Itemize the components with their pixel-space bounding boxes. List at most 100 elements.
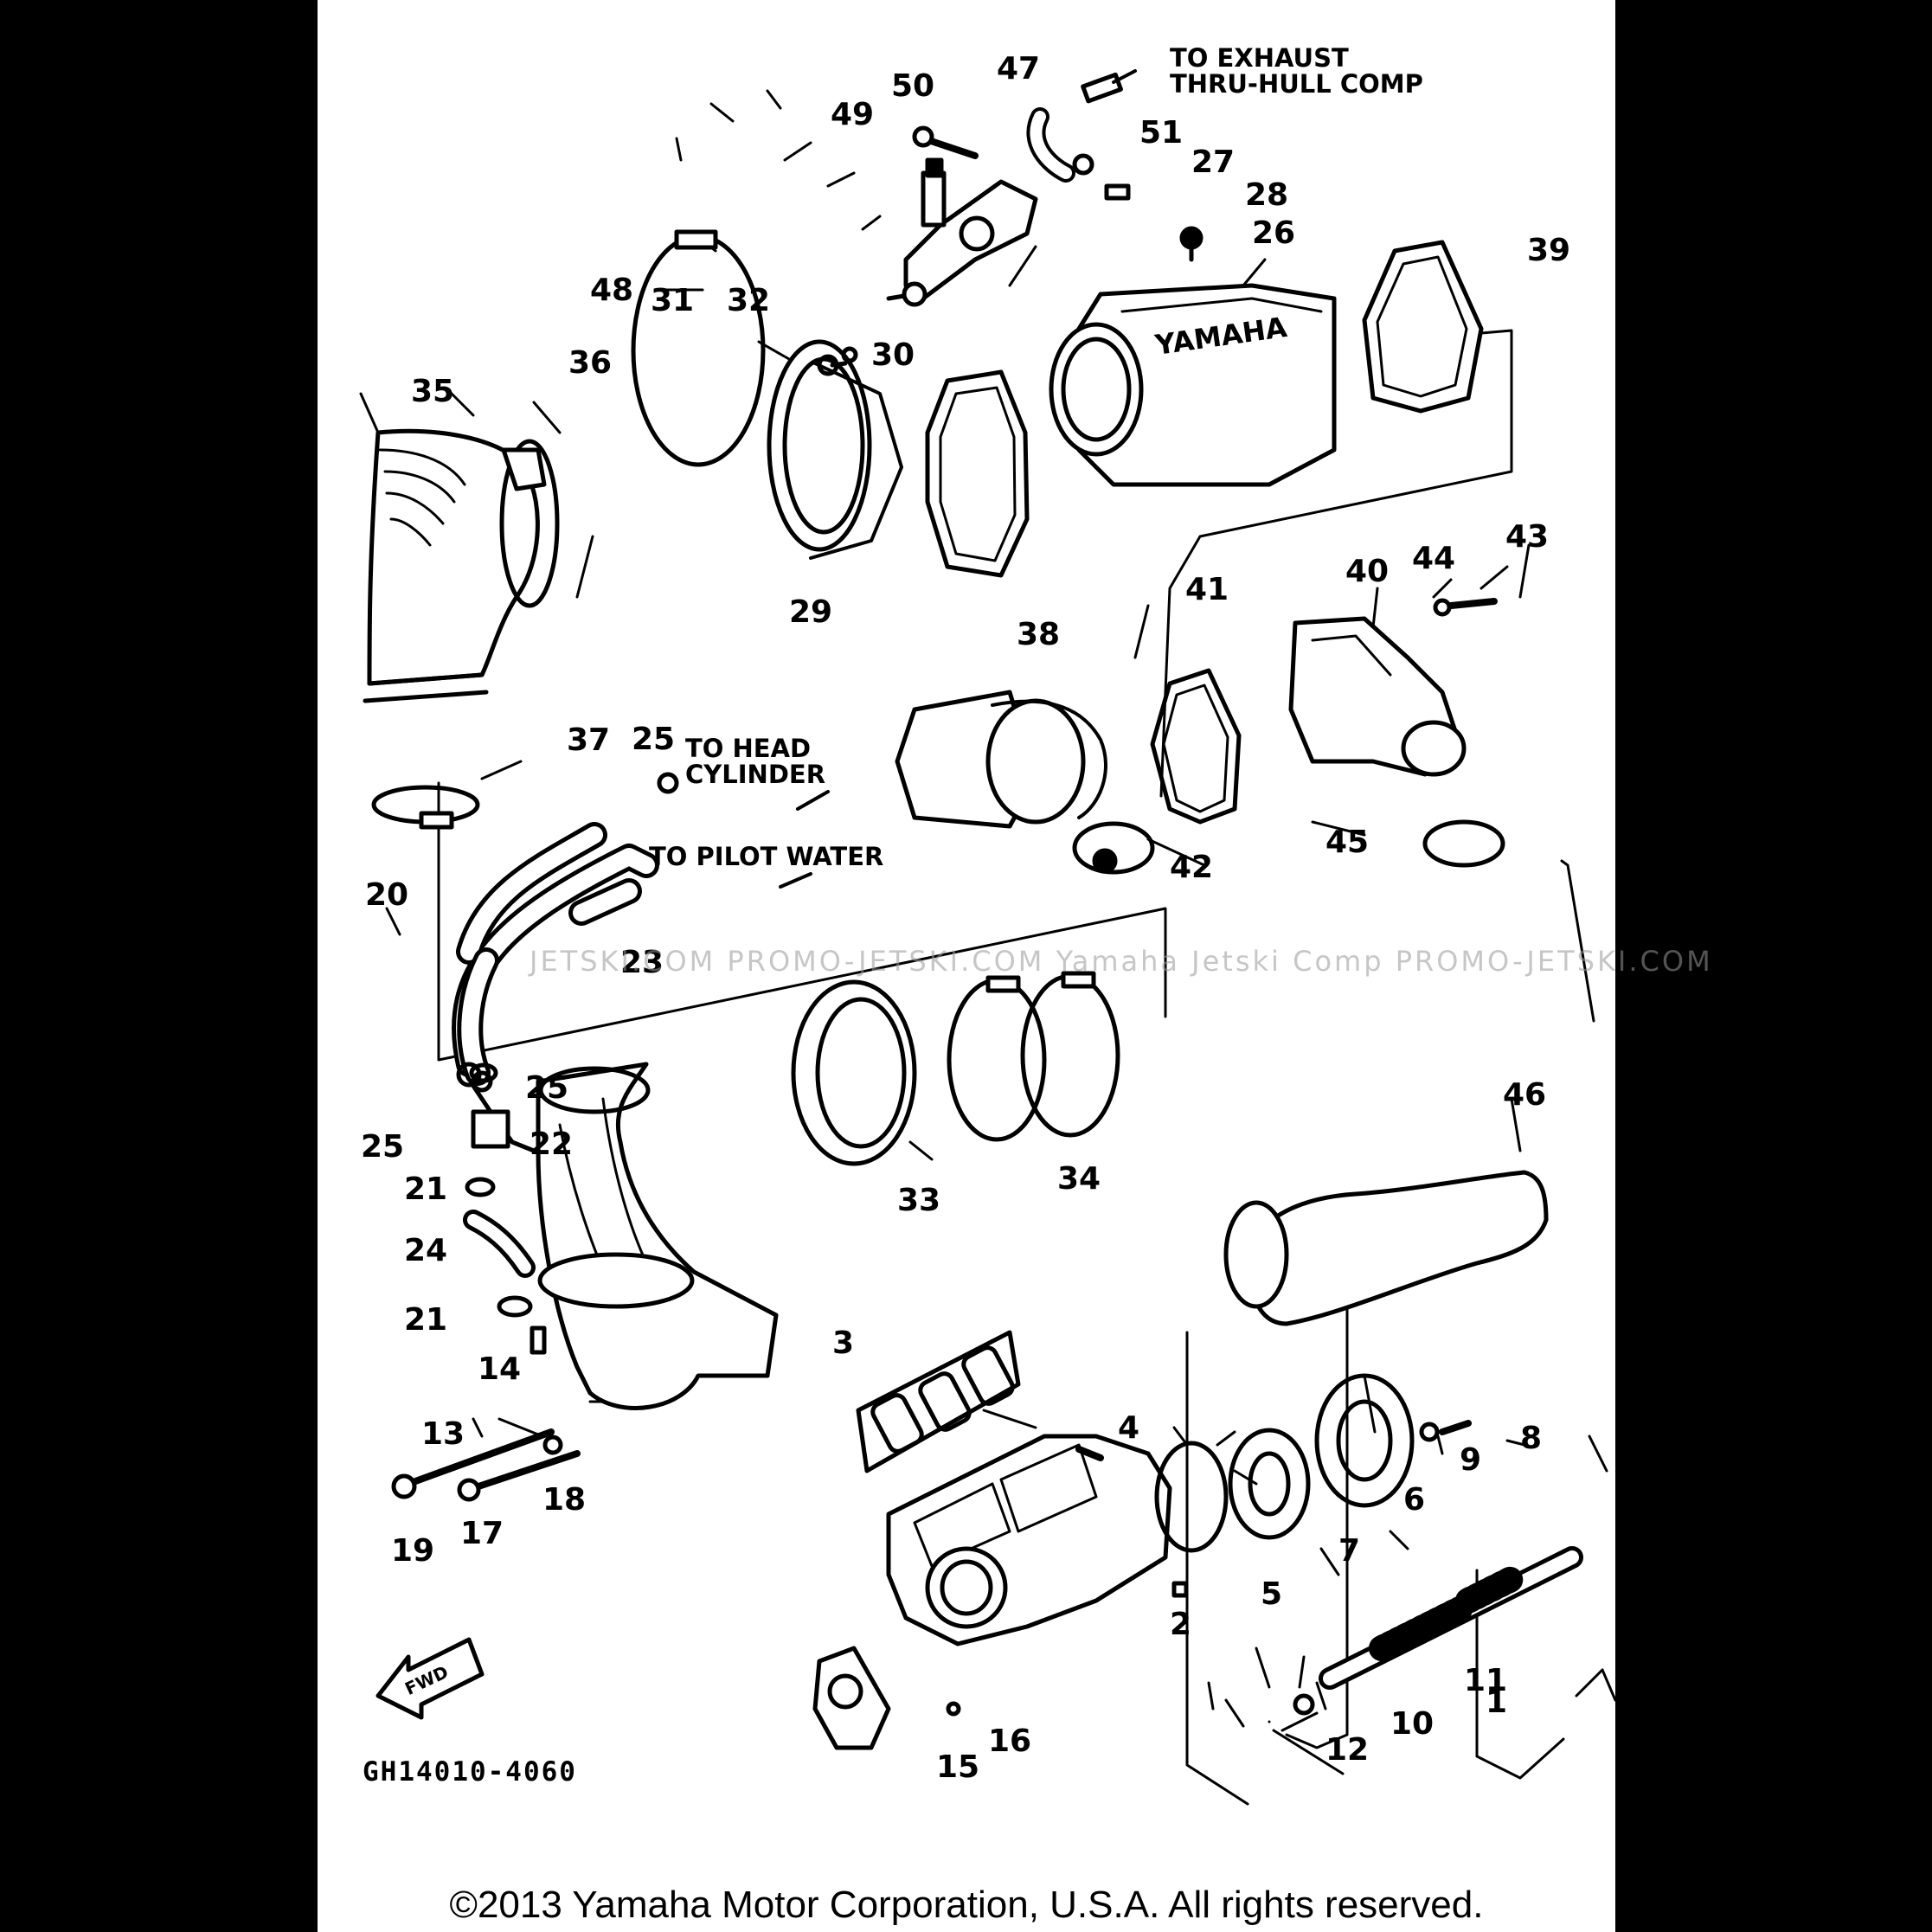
callout-6: 6 [1403,1482,1426,1518]
callout-11: 11 [1464,1663,1508,1698]
gasket-39 [1362,240,1484,414]
hose-47b [1081,72,1123,104]
bolt-43 [1447,598,1498,609]
callout-21a: 21 [404,1171,448,1207]
arrow-to-exhaust-icon [1112,69,1137,84]
cover-6 [1314,1373,1415,1508]
clamp-51 [1072,153,1094,176]
diagram-sheet: YAMAHA [318,0,1711,1932]
clamp-34b [1020,973,1120,1138]
clamp-34a [947,978,1047,1142]
callout-12: 12 [1325,1732,1370,1768]
gasket-3 [856,1330,1021,1473]
callout-3: 3 [832,1325,855,1361]
callout-37: 37 [567,722,611,758]
callout-20: 20 [365,877,409,913]
callout-7: 7 [1338,1533,1361,1569]
callout-25b: 25 [525,1070,569,1106]
washer-44 [1433,598,1452,617]
spring-11 [1369,1596,1473,1661]
fwd-arrow-icon [375,1637,485,1720]
callout-15: 15 [936,1749,980,1785]
bolt-19 [405,1428,555,1487]
callout-33: 33 [897,1183,941,1218]
callout-51: 51 [1139,115,1184,151]
callout-48: 48 [590,273,634,308]
clamp-45 [1422,819,1505,868]
callout-1: 1 [1486,1685,1508,1720]
callout-41: 41 [1185,572,1229,607]
bolt-49 [921,170,947,228]
callout-4: 4 [1118,1410,1140,1446]
note-to-head: TO HEAD CYLINDER [685,734,826,790]
exhaust-pipe-13 [536,1062,779,1410]
sleeve-33 [791,979,917,1166]
callout-35: 35 [411,374,455,409]
outlet-hose-46 [1223,1170,1549,1326]
callout-29: 29 [789,594,833,630]
callout-46: 46 [1503,1077,1547,1113]
manifold-1 [886,1434,1172,1646]
callout-13: 13 [421,1416,465,1452]
muffler-26: YAMAHA [1049,283,1337,487]
callout-23: 23 [620,945,664,980]
callout-18: 18 [542,1482,587,1518]
note-to-pilot: TO PILOT WATER [649,842,884,871]
bolt-49-head [925,157,944,178]
callout-10: 10 [1390,1706,1435,1742]
clamp-21b [497,1295,533,1318]
callout-14: 14 [478,1351,522,1387]
reference-lines [437,329,1595,1806]
housing-40 [1288,616,1467,777]
callout-22: 22 [530,1126,574,1162]
callout-27: 27 [1191,144,1236,180]
watermark: JETSKI.COM PROMO-JETSKI.COM Yamaha Jetsk… [530,945,1713,978]
callout-8: 8 [1520,1421,1543,1456]
callout-43: 43 [1505,519,1550,555]
callout-25c: 25 [361,1129,405,1165]
callout-28: 28 [1245,177,1289,213]
callout-36: 36 [568,345,613,381]
gasket-7 [1228,1428,1311,1540]
bolt-50-head [912,125,934,148]
clamp-12 [1293,1693,1315,1716]
callout-19: 19 [391,1533,435,1569]
callout-30: 30 [871,337,915,373]
callout-40: 40 [1345,554,1390,589]
callout-16: 16 [988,1723,1032,1759]
washer-9 [1419,1422,1440,1442]
callout-24: 24 [404,1233,448,1268]
clamp-21 [465,1177,496,1197]
gasket-41 [1150,668,1242,825]
callout-34: 34 [1057,1161,1101,1197]
clamp-25-top [657,772,679,794]
copyright-notice: ©2013 Yamaha Motor Corporation, U.S.A. A… [449,1884,1484,1926]
callout-17: 17 [460,1516,504,1551]
gasket-15 [812,1646,891,1750]
callout-45: 45 [1325,825,1370,860]
elbow-hose-35 [363,428,560,703]
callout-50: 50 [891,68,935,104]
cap-42 [1072,821,1155,875]
callout-39: 39 [1527,233,1571,268]
pipe-14 [530,1325,547,1355]
washer-18 [542,1435,563,1455]
leader-lines [359,89,1615,1775]
flange-5 [1154,1441,1229,1553]
bolt-8 [1439,1420,1472,1435]
callout-42: 42 [1170,850,1214,885]
callout-32: 32 [727,283,771,318]
callout-38: 38 [1017,617,1061,652]
callout-44: 44 [1412,541,1456,576]
bolt-17 [470,1450,581,1492]
washer-32 [841,346,858,363]
pin-16 [946,1701,961,1717]
callout-31: 31 [651,283,695,318]
bolt-4 [1075,1446,1104,1461]
callout-47: 47 [997,51,1041,87]
callout-5: 5 [1261,1576,1283,1612]
pipe-27 [1104,183,1131,201]
arrow-to-pilot-icon [779,872,812,889]
exhaust-chamber-38 [895,690,1107,829]
flange-29 [767,339,903,560]
